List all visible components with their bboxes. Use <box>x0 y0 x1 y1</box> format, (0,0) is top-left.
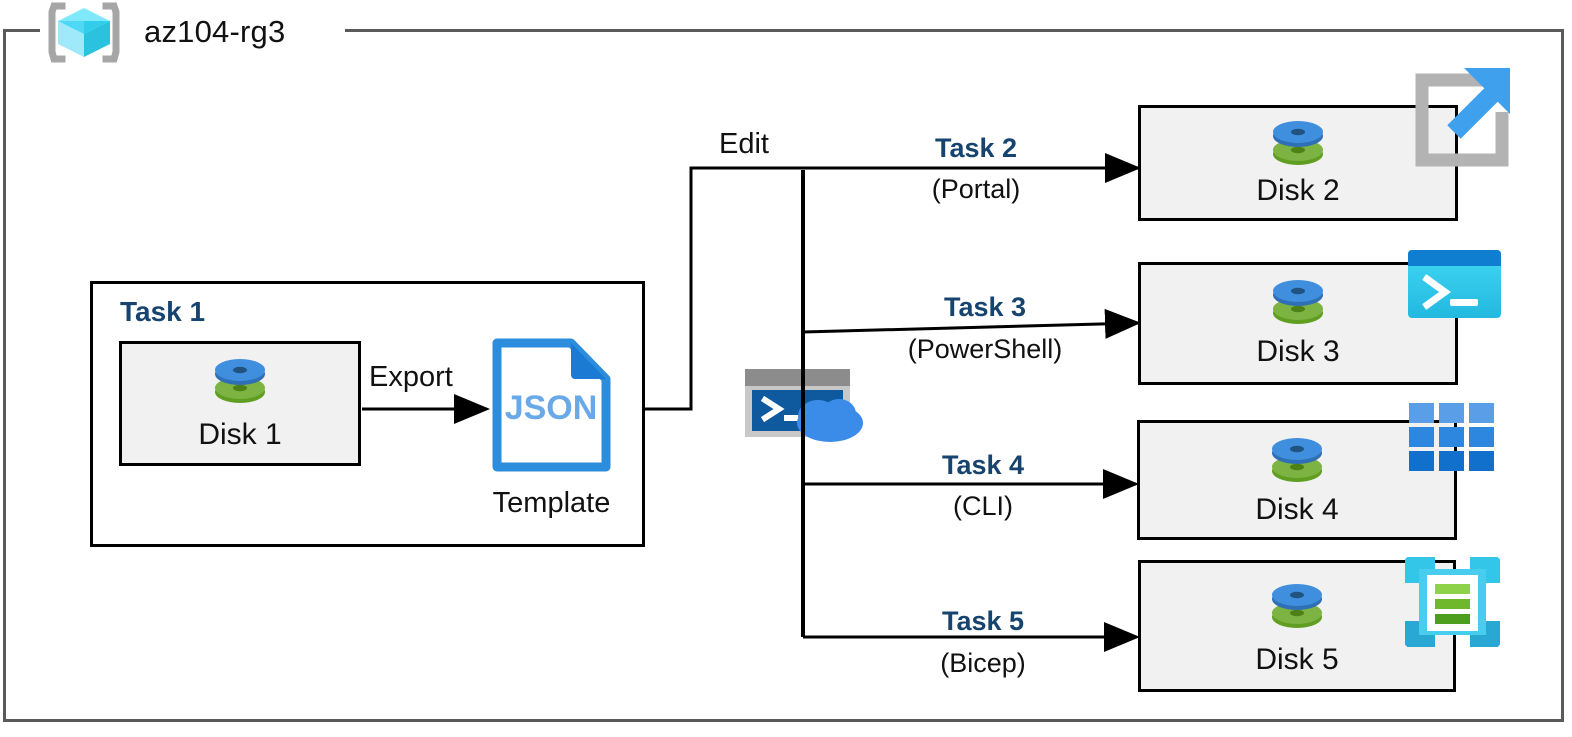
edit-label: Edit <box>719 128 769 160</box>
resource-group-frame <box>3 29 1564 722</box>
disk3-label: Disk 3 <box>1256 335 1340 368</box>
disk1-label: Disk 1 <box>198 418 282 451</box>
template-caption: Template <box>492 487 611 519</box>
cloud-shell-icon <box>745 369 863 442</box>
disk2-label: Disk 2 <box>1256 174 1340 207</box>
task1-label: Task 1 <box>120 296 206 327</box>
task3-title: Task 3 <box>943 292 1027 322</box>
task4-method: (CLI) <box>953 491 1013 521</box>
disk-stack-icon <box>1272 584 1322 628</box>
disk-stack-icon <box>215 359 265 403</box>
powershell-terminal-icon <box>1408 250 1501 318</box>
export-label: Export <box>369 361 453 393</box>
task5-method: (Bicep) <box>940 648 1026 678</box>
disk4-box: Disk 4 <box>1137 420 1457 540</box>
task5-title: Task 5 <box>941 606 1025 636</box>
disk5-box: Disk 5 <box>1138 560 1456 692</box>
resource-group-cube-icon <box>48 2 120 63</box>
task2-method: (Portal) <box>931 174 1021 204</box>
disk-stack-icon <box>1272 438 1322 482</box>
task3-method: (PowerShell) <box>907 334 1063 364</box>
disk4-label: Disk 4 <box>1255 493 1339 526</box>
json-file-icon: JSON <box>492 338 611 472</box>
task2-title: Task 2 <box>934 133 1018 163</box>
disk-stack-icon <box>1273 280 1323 324</box>
disk3-box: Disk 3 <box>1138 262 1458 385</box>
portal-external-link-icon <box>1415 68 1510 167</box>
disk-stack-icon <box>1273 121 1323 165</box>
disk5-label: Disk 5 <box>1255 643 1339 676</box>
disk2-box: Disk 2 <box>1138 105 1458 221</box>
disk1-box: Disk 1 <box>119 341 361 466</box>
cli-grid-icon <box>1409 403 1494 471</box>
bicep-template-icon <box>1405 557 1500 647</box>
svg-text:JSON: JSON <box>505 389 598 427</box>
resource-group-title: az104-rg3 <box>144 14 286 49</box>
task4-title: Task 4 <box>941 450 1025 480</box>
